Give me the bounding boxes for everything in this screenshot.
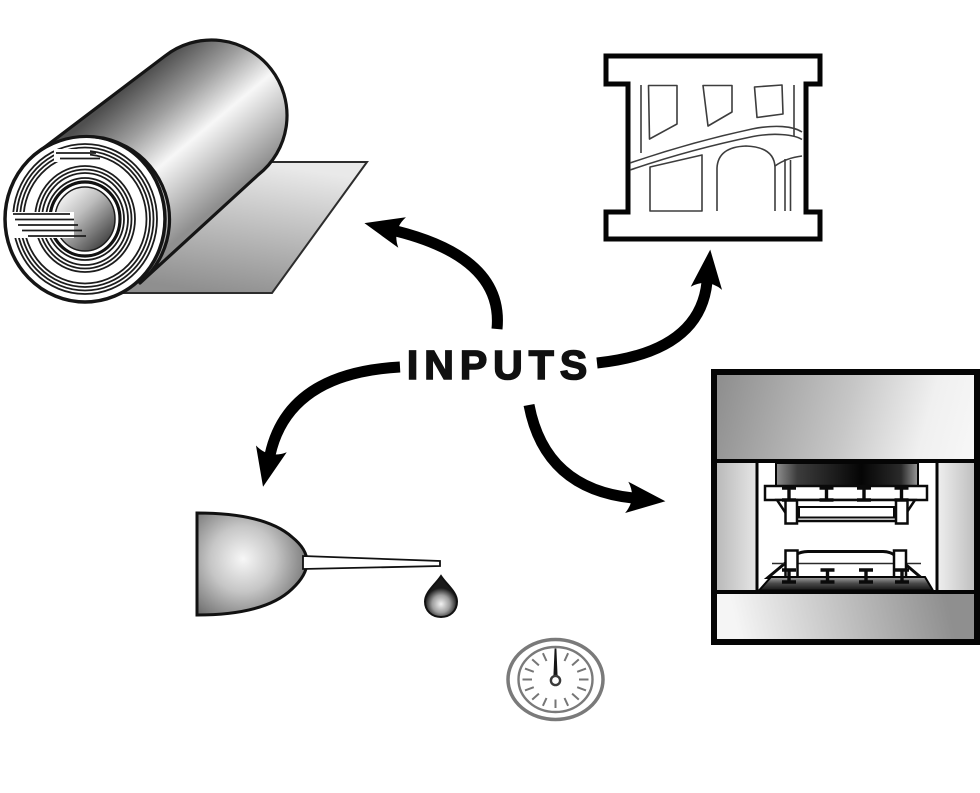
clock-hub bbox=[549, 674, 562, 687]
lower-die-set bbox=[756, 549, 935, 592]
clock-icon bbox=[506, 637, 605, 722]
stamped-panel-icon bbox=[603, 53, 823, 242]
arrow-to-stamped-panel bbox=[596, 249, 723, 369]
coil-cylinder-body bbox=[31, 38, 289, 285]
sheet-metal-coil-icon bbox=[3, 38, 369, 304]
clock-hand bbox=[553, 648, 558, 681]
press-column-left bbox=[717, 461, 757, 592]
clock-outer-ring bbox=[506, 637, 605, 722]
lower-guide-pin-right bbox=[892, 549, 908, 579]
oil-can-spout bbox=[302, 555, 441, 570]
stamping-press-icon bbox=[711, 369, 980, 645]
upper-guide-pin-right bbox=[894, 498, 909, 525]
upper-die-cavity bbox=[798, 506, 895, 519]
oil-can-body bbox=[195, 511, 309, 617]
press-ram bbox=[775, 462, 919, 487]
upper-guide-pin-left bbox=[784, 498, 799, 525]
inputs-label: INPUTS bbox=[407, 342, 593, 388]
arrows bbox=[255, 217, 723, 514]
coil-spiral-break bbox=[12, 212, 86, 238]
coil-spiral-break-top bbox=[54, 149, 100, 162]
stamped-panel-linework bbox=[629, 84, 803, 212]
arrow-to-press bbox=[523, 403, 666, 514]
press-base bbox=[717, 592, 974, 639]
oil-drop bbox=[423, 574, 459, 619]
clock-ticks bbox=[522, 651, 589, 708]
arrow-to-coil bbox=[364, 217, 503, 330]
upper-die-set bbox=[763, 462, 929, 525]
lower-die-shoe bbox=[756, 576, 935, 592]
press-crown bbox=[717, 375, 974, 461]
clock-inner-ring bbox=[517, 645, 594, 714]
oil-can-drop-icon bbox=[195, 511, 459, 619]
arrow-to-oil-can bbox=[255, 361, 401, 487]
stamped-panel-outline bbox=[603, 53, 823, 242]
lower-guide-pin-left bbox=[784, 549, 799, 579]
press-column-right bbox=[937, 461, 974, 592]
coil-face-rings bbox=[3, 134, 167, 304]
